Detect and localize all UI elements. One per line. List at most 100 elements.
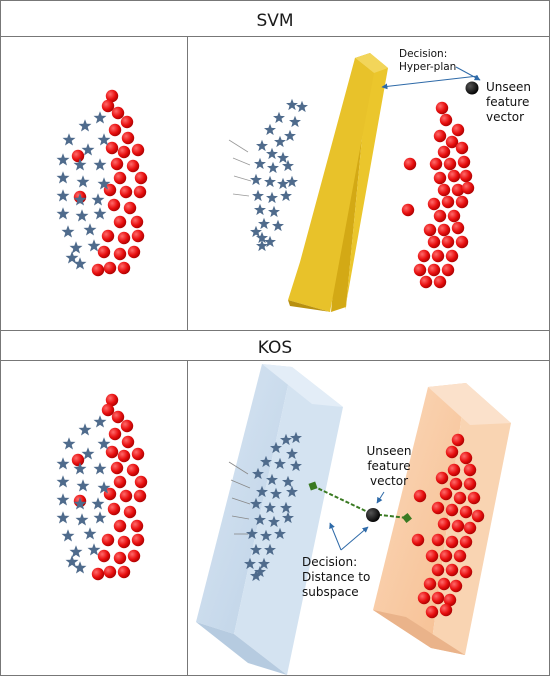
star-marker	[56, 457, 70, 470]
circle-marker	[441, 195, 455, 209]
star-marker	[260, 529, 272, 542]
star-marker	[56, 493, 70, 506]
star-marker	[272, 219, 284, 232]
circle-marker	[103, 565, 117, 579]
star-marker	[273, 111, 285, 124]
star-marker	[256, 485, 268, 498]
circle-marker	[427, 263, 441, 277]
circle-marker	[126, 463, 140, 477]
circle-marker	[103, 261, 117, 275]
star-marker	[87, 239, 101, 252]
circle-marker	[101, 229, 115, 243]
circle-marker	[463, 521, 477, 535]
circle-marker	[455, 195, 469, 209]
circle-marker	[427, 197, 441, 211]
circle-marker	[435, 471, 449, 485]
star-marker	[76, 479, 90, 492]
circle-marker	[451, 123, 465, 137]
svm-unseen-label: Unseen feature vector	[486, 80, 531, 124]
circle-marker	[123, 505, 137, 519]
star-marker	[252, 467, 264, 480]
svg-text:Distance to: Distance to	[302, 570, 370, 584]
circle-marker	[437, 183, 451, 197]
star-marker	[97, 481, 111, 494]
circle-marker	[431, 563, 445, 577]
kos-star-cluster	[244, 431, 302, 582]
star-marker	[277, 151, 289, 164]
circle-marker	[431, 533, 445, 547]
circle-marker	[127, 549, 141, 563]
circle-marker	[117, 449, 131, 463]
star-marker	[81, 143, 95, 156]
star-marker	[266, 147, 278, 160]
kos-motion-lines	[228, 461, 251, 535]
star-marker	[282, 475, 294, 488]
star-marker	[254, 203, 266, 216]
star-marker	[264, 235, 276, 248]
circle-marker	[435, 101, 449, 115]
circle-marker	[467, 491, 481, 505]
star-marker	[268, 515, 280, 528]
star-marker	[62, 437, 76, 450]
circle-marker	[97, 245, 111, 259]
circle-marker	[119, 185, 133, 199]
star-marker	[97, 437, 111, 450]
star-marker	[76, 175, 90, 188]
circle-marker	[111, 410, 125, 424]
svm-motion-lines	[228, 139, 252, 197]
star-marker	[97, 177, 111, 190]
kos-blue-subspace	[196, 364, 343, 675]
star-marker	[258, 217, 270, 230]
kos-distance-lines	[308, 481, 412, 523]
circle-marker	[437, 517, 451, 531]
svg-text:vector: vector	[370, 474, 408, 488]
star-marker	[289, 115, 301, 128]
kos-unseen-vector	[366, 508, 380, 522]
star-marker	[286, 485, 298, 498]
circle-marker	[117, 261, 131, 275]
circle-marker	[449, 477, 463, 491]
star-marker	[256, 239, 268, 252]
star-marker	[56, 153, 70, 166]
circle-marker	[107, 198, 121, 212]
circle-marker	[433, 275, 447, 289]
star-marker	[270, 487, 282, 500]
circle-marker	[71, 453, 85, 467]
circle-marker	[130, 519, 144, 533]
circle-marker	[134, 475, 148, 489]
star-marker	[256, 231, 268, 244]
circle-marker	[91, 567, 105, 581]
circle-marker	[131, 447, 145, 461]
star-marker	[65, 251, 79, 264]
svg-text:Unseen: Unseen	[366, 444, 411, 458]
circle-marker	[126, 159, 140, 173]
star-marker	[61, 529, 75, 542]
star-marker	[290, 431, 302, 444]
star-marker	[65, 555, 79, 568]
star-marker	[73, 497, 87, 510]
circle-marker	[441, 263, 455, 277]
svm-unseen-vector	[465, 81, 479, 95]
circle-marker	[425, 605, 439, 619]
star-marker	[286, 98, 298, 111]
star-marker	[270, 441, 282, 454]
circle-marker	[433, 171, 447, 185]
star-marker	[87, 543, 101, 556]
circle-marker	[443, 157, 457, 171]
star-marker	[284, 129, 296, 142]
star-marker	[78, 423, 92, 436]
svm-title: SVM	[256, 11, 293, 31]
circle-marker	[403, 157, 417, 171]
circle-marker	[117, 565, 131, 579]
star-marker	[75, 513, 89, 526]
circle-marker	[437, 223, 451, 237]
star-marker	[73, 462, 87, 475]
circle-marker	[105, 89, 119, 103]
circle-marker	[439, 487, 453, 501]
circle-marker	[133, 489, 147, 503]
kos-circle-cluster	[411, 433, 485, 619]
circle-marker	[449, 579, 463, 593]
star-marker	[280, 189, 292, 202]
star-marker	[93, 462, 107, 475]
circle-marker	[113, 551, 127, 565]
